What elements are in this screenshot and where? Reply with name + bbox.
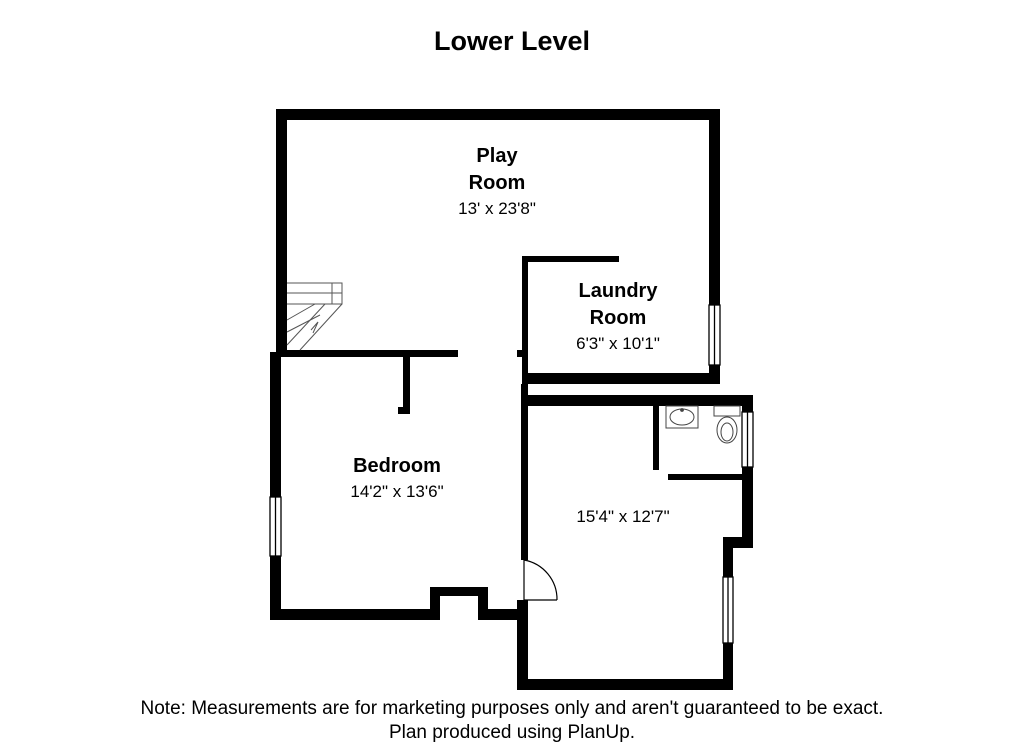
bedroom-dimensions: 14'2" x 13'6" — [350, 482, 443, 501]
play-room-name-line1: Play — [476, 145, 518, 167]
windows — [269, 304, 754, 644]
window-right-room — [722, 576, 734, 644]
laundry-room-name-line2: Room — [590, 307, 647, 329]
unnamed-room-dimensions: 15'4" x 12'7" — [576, 507, 669, 526]
play-room-dimensions: 13' x 23'8" — [458, 199, 536, 218]
play-room-name-line2: Room — [469, 172, 526, 194]
note-line-1: Note: Measurements are for marketing pur… — [140, 698, 884, 719]
label-laundry-room: Laundry Room 6'3" x 10'1" — [576, 280, 660, 353]
label-bedroom: Bedroom 14'2" x 13'6" — [350, 455, 443, 501]
disclaimer-note: Note: Measurements are for marketing pur… — [0, 697, 1024, 745]
stairs — [286, 282, 343, 351]
window-bedroom — [269, 496, 282, 557]
label-unnamed-room: 15'4" x 12'7" — [576, 507, 669, 526]
label-play-room: Play Room 13' x 23'8" — [458, 145, 536, 218]
laundry-room-dimensions: 6'3" x 10'1" — [576, 334, 660, 353]
laundry-room-name-line1: Laundry — [579, 280, 659, 302]
interior-walls — [281, 256, 746, 560]
window-bath — [741, 411, 754, 468]
door — [523, 559, 558, 601]
note-line-2: Plan produced using PlanUp. — [388, 722, 636, 743]
toilet-icon — [713, 405, 741, 444]
bedroom-name: Bedroom — [353, 455, 441, 477]
window-laundry — [708, 304, 721, 366]
plan-title: Lower Level — [433, 26, 591, 56]
exterior-walls — [270, 109, 753, 690]
sink-icon — [665, 405, 699, 429]
